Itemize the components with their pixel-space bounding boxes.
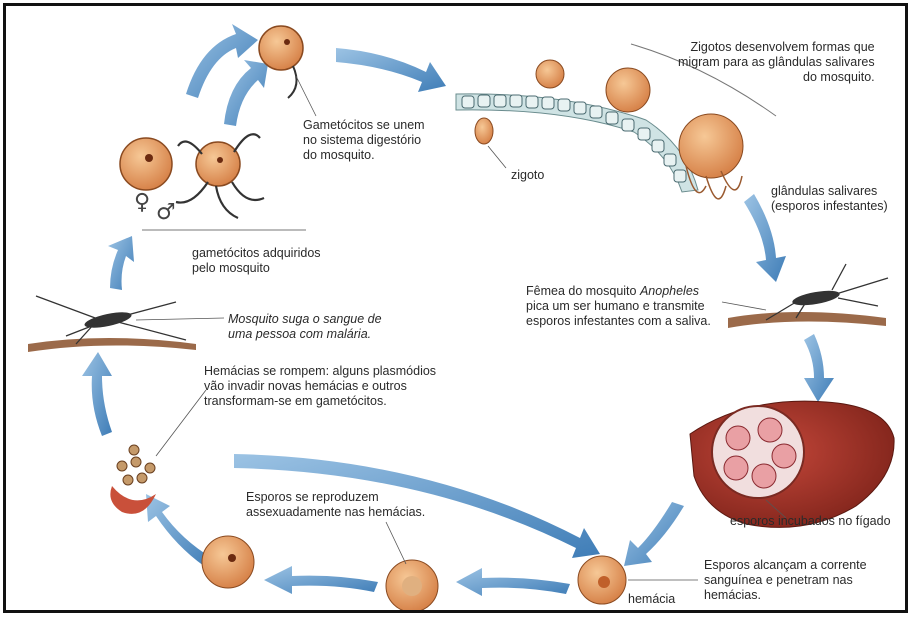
label-line: uma pessoa com malária. [228,327,382,342]
arrow-bottom-left [146,494,212,566]
label-line: sanguínea e penetram nas [704,573,867,588]
label-line: migram para as glândulas salivares [678,55,875,70]
label-line: do mosquito. [303,148,425,163]
label-gametocitos-adquiridos: gametócitos adquiridos pelo mosquito [192,246,321,276]
mosquito-right [722,264,888,328]
label-line: Mosquito suga o sangue de [228,312,382,327]
arrow-bottom-right [456,568,570,596]
arrow-left-up-mid [82,352,112,436]
label-gametocitos-unem: Gametócitos se unem no sistema digestóri… [303,118,425,163]
label-glandulas: glândulas salivares (esporos infestantes… [771,184,888,214]
label-mosquito-suga: Mosquito suga o sangue de uma pessoa com… [228,312,382,342]
diagram-frame: Gametócitos se unem no sistema digestóri… [3,3,908,613]
label-line: do mosquito. [678,70,875,85]
label-line: assexuadamente nas hemácias. [246,505,425,520]
label-line: (esporos infestantes) [771,199,888,214]
label-esporos-alcancam: Esporos alcançam a corrente sanguínea e … [704,558,867,603]
arrow-liver-to-cell [624,502,684,566]
arrow-left-up-small [224,60,268,126]
male-symbol: ♂ [156,200,176,225]
label-line: Esporos alcançam a corrente [704,558,867,573]
label-line: gametócitos adquiridos [192,246,321,261]
label-line: esporos infestantes com a saliva. [526,314,711,329]
label-femea-prefix: Fêmea do mosquito [526,284,640,298]
label-line: pica um ser humano e transmite [526,299,711,314]
label-line: pelo mosquito [192,261,321,276]
label-line: Hemácias se rompem: alguns plasmódios [204,364,436,379]
label-hemacia: hemácia [628,592,675,607]
arrow-left-up-top [108,236,134,290]
label-line: transformam-se em gametócitos. [204,394,436,409]
mosquito-left [28,296,224,352]
female-symbol: ♀ [134,190,150,215]
arrow-down-to-liver [804,334,834,402]
label-line: hemácias. [704,588,867,603]
label-line: Esporos se reproduzem [246,490,425,505]
arrow-bottom-mid [264,566,378,594]
label-line: vão invadir novas hemácias e outros [204,379,436,394]
label-line: Gametócitos se unem [303,118,425,133]
label-esporos-incubados: esporos incubados no fígado [730,514,891,529]
liver [690,401,894,527]
label-esporos-reproduzem: Esporos se reproduzem assexuadamente nas… [246,490,425,520]
label-zigotos-desenvolvem: Zigotos desenvolvem formas que migram pa… [678,40,875,85]
label-anopheles: Anopheles [640,284,699,298]
label-femea-mosquito: Fêmea do mosquito Anopheles pica um ser … [526,284,711,329]
label-line: no sistema digestório [303,133,425,148]
label-line: glândulas salivares [771,184,888,199]
arrow-top-right [336,48,446,92]
label-line: Fêmea do mosquito Anopheles [526,284,711,299]
label-line: Zigotos desenvolvem formas que [678,40,875,55]
label-zigoto: zigoto [511,168,544,183]
label-hemacias-rompem: Hemácias se rompem: alguns plasmódios vã… [204,364,436,409]
